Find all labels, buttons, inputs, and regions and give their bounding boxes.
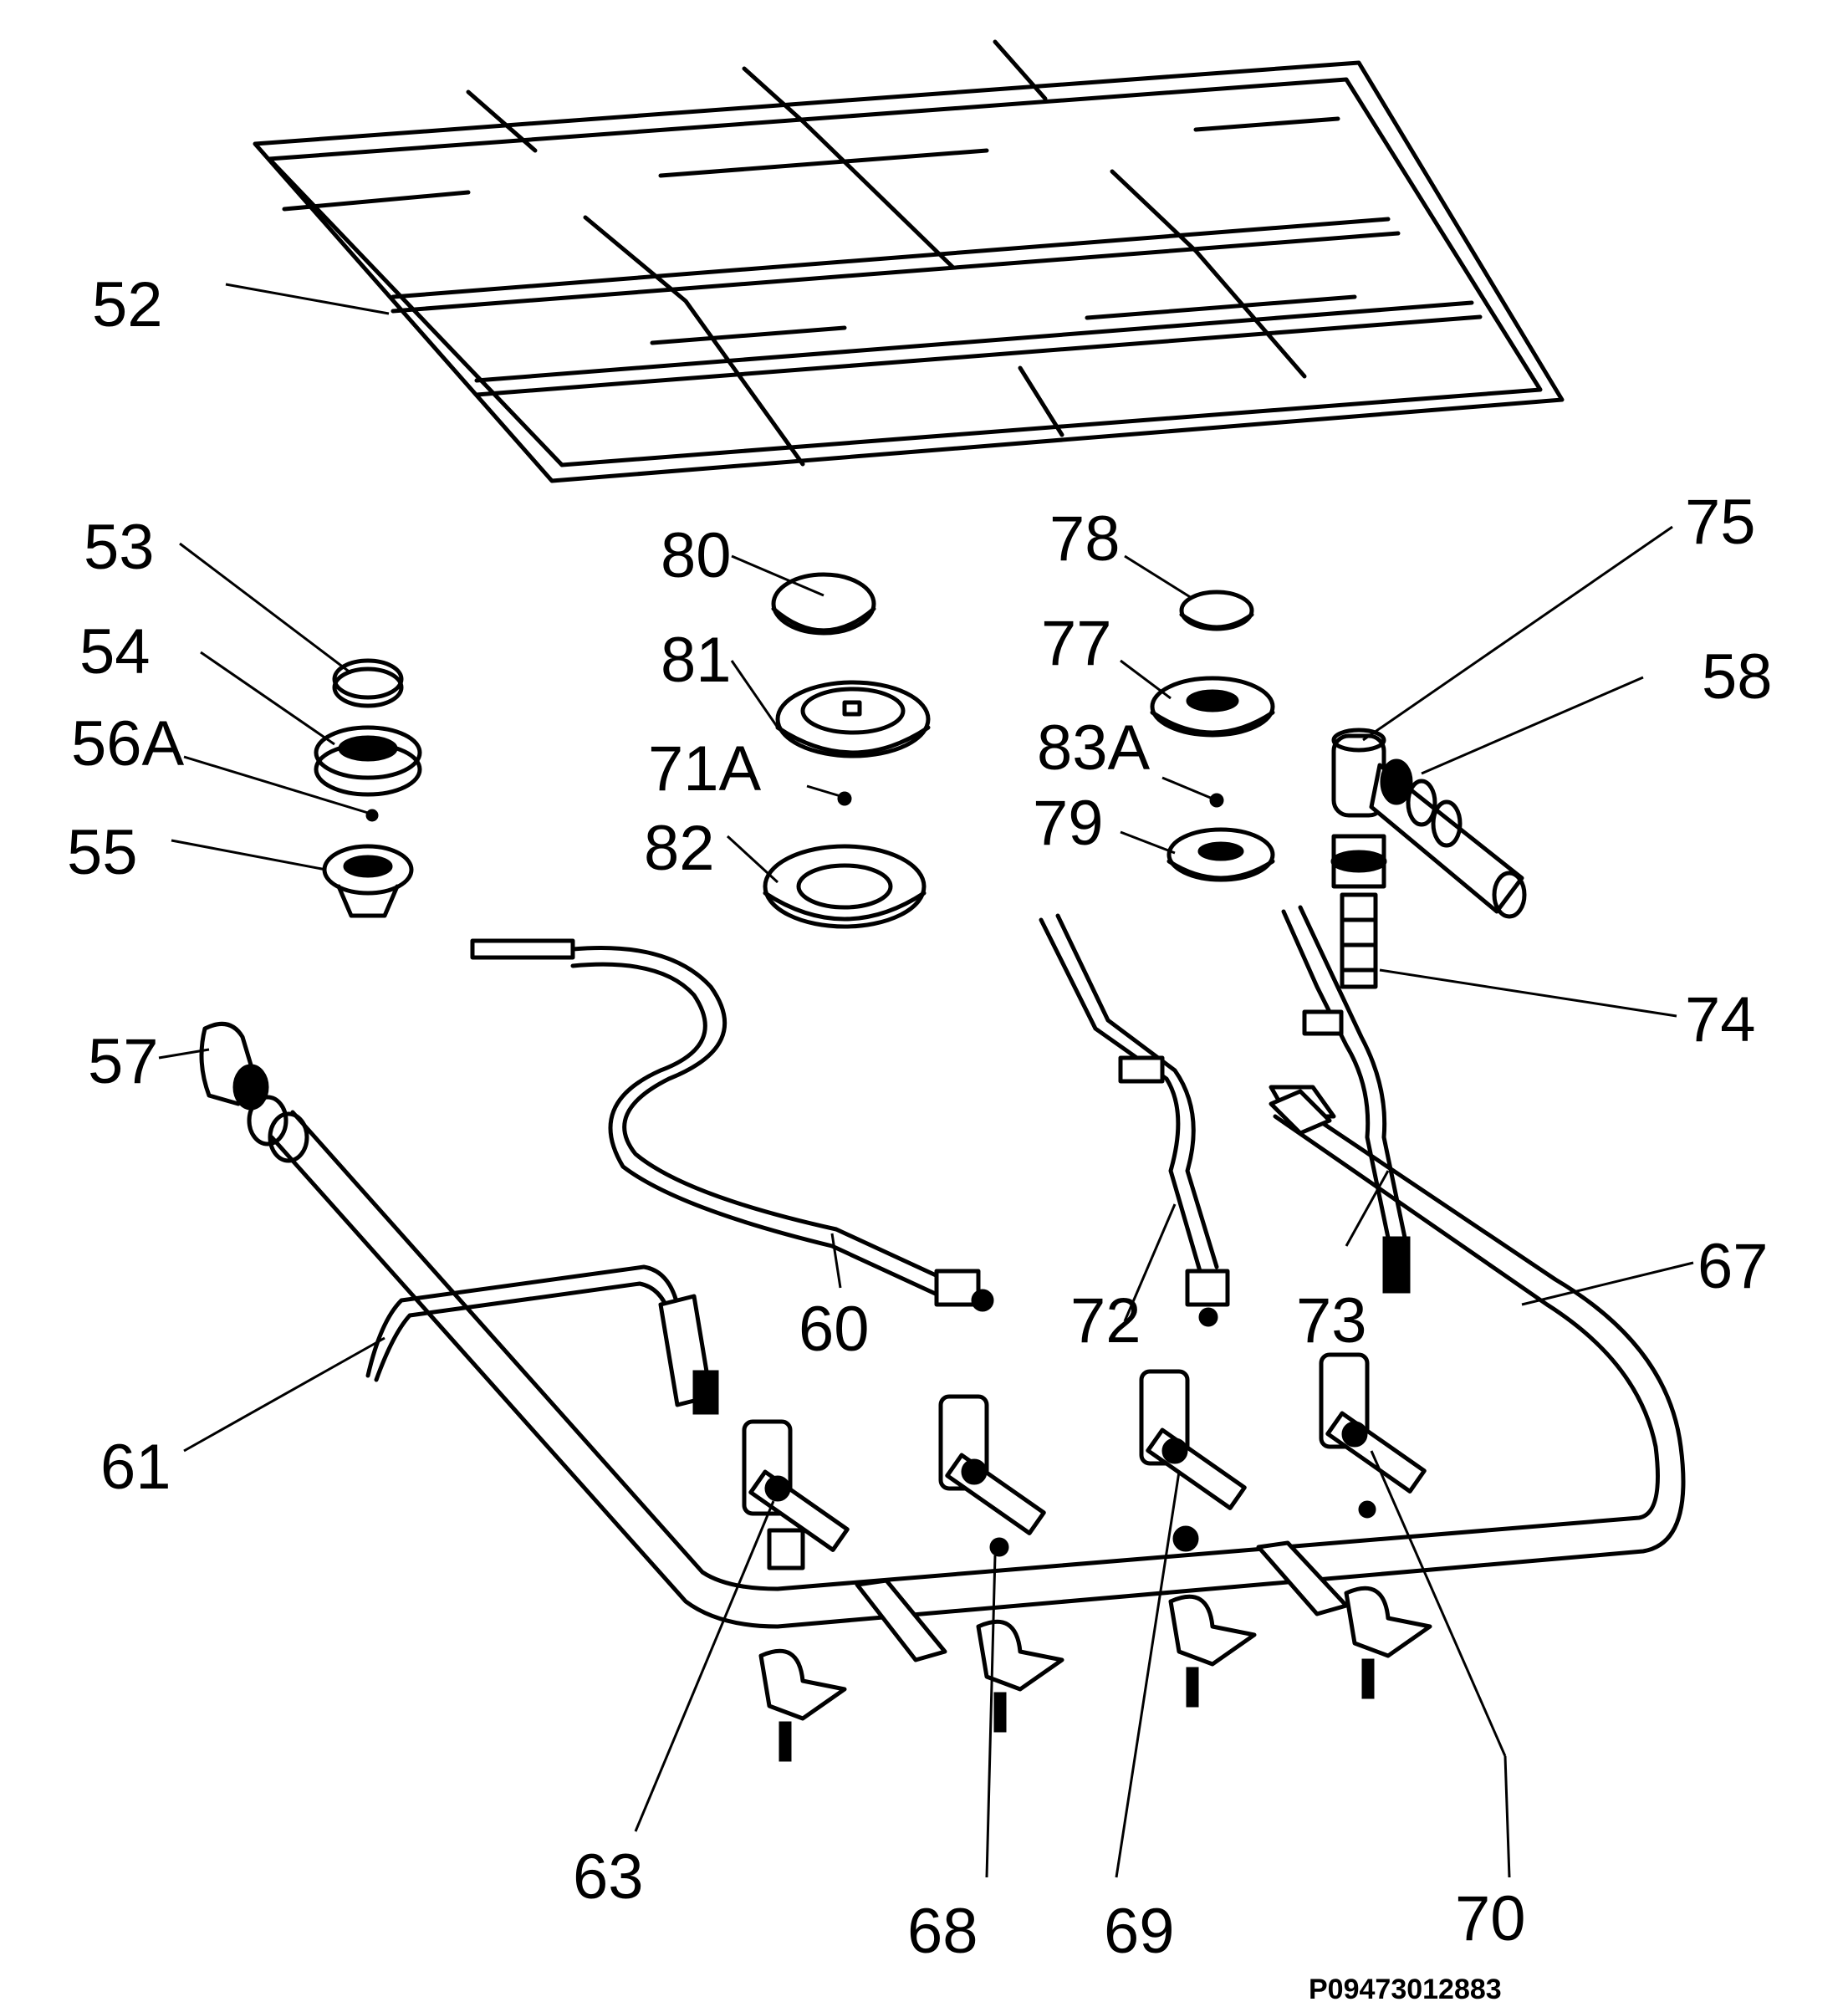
label-71A: 71A xyxy=(648,733,762,804)
label-69: 69 xyxy=(1104,1896,1175,1967)
label-75: 75 xyxy=(1685,487,1756,558)
thermocouple-73 xyxy=(1281,905,1411,1294)
left-burner-base xyxy=(322,844,414,918)
left-burner-crown xyxy=(314,725,422,797)
label-52: 52 xyxy=(92,269,163,340)
label-60: 60 xyxy=(799,1294,870,1365)
right-burner-crown xyxy=(1150,676,1275,738)
hose-holder xyxy=(1369,758,1527,919)
label-68: 68 xyxy=(907,1896,978,1967)
clamp-3 xyxy=(1168,1525,1257,1708)
gas-rail-pipe xyxy=(269,1085,1686,1629)
label-70: 70 xyxy=(1455,1883,1526,1954)
label-74: 74 xyxy=(1685,984,1756,1055)
clamp-2 xyxy=(976,1537,1064,1733)
label-67: 67 xyxy=(1697,1231,1769,1302)
rail-bracket-1 xyxy=(855,1578,947,1662)
label-55: 55 xyxy=(67,817,138,888)
gas-tap-69 xyxy=(1139,1369,1247,1510)
label-56A: 56A xyxy=(71,708,185,779)
label-72: 72 xyxy=(1070,1285,1141,1356)
label-63: 63 xyxy=(573,1841,644,1913)
label-78: 78 xyxy=(1049,503,1121,575)
gas-tap-68 xyxy=(938,1394,1046,1535)
clamp-1 xyxy=(758,1648,847,1762)
bracket-bar-67 xyxy=(1269,1089,1332,1136)
pan-support-grid xyxy=(253,39,1565,483)
label-82: 82 xyxy=(644,813,715,884)
label-57: 57 xyxy=(88,1026,159,1097)
label-81: 81 xyxy=(661,625,732,696)
label-80: 80 xyxy=(661,520,732,591)
label-79: 79 xyxy=(1033,788,1104,859)
rail-bracket-2 xyxy=(1256,1540,1349,1616)
left-burner-cap xyxy=(332,658,404,708)
drawing-code: P09473012883 xyxy=(1309,1974,1502,2005)
left-inlet-connector-57 xyxy=(199,1021,309,1163)
thermocouple-72 xyxy=(1039,913,1230,1327)
thermocouple-60 xyxy=(470,938,994,1312)
clamp-4 xyxy=(1344,1500,1432,1699)
label-83A: 83A xyxy=(1037,712,1151,784)
label-61: 61 xyxy=(100,1432,171,1503)
label-73: 73 xyxy=(1296,1285,1367,1356)
right-burner-base xyxy=(1166,827,1275,882)
centre-burner-cap xyxy=(771,572,876,636)
leader-lines xyxy=(158,283,1694,1878)
label-77: 77 xyxy=(1041,608,1112,679)
centre-burner-crown xyxy=(775,680,931,758)
pipe-61 xyxy=(365,1264,719,1415)
right-burner-cap xyxy=(1179,590,1254,631)
gas-tap-70 xyxy=(1319,1352,1427,1494)
gas-tap-63 xyxy=(742,1419,850,1570)
right-injector xyxy=(1209,793,1224,808)
inlet-nipple xyxy=(1330,834,1387,989)
label-53: 53 xyxy=(84,512,155,583)
label-54: 54 xyxy=(79,616,151,687)
label-58: 58 xyxy=(1702,641,1773,712)
centre-burner-base xyxy=(763,844,927,929)
centre-injector xyxy=(837,791,852,806)
left-injector xyxy=(365,809,379,822)
